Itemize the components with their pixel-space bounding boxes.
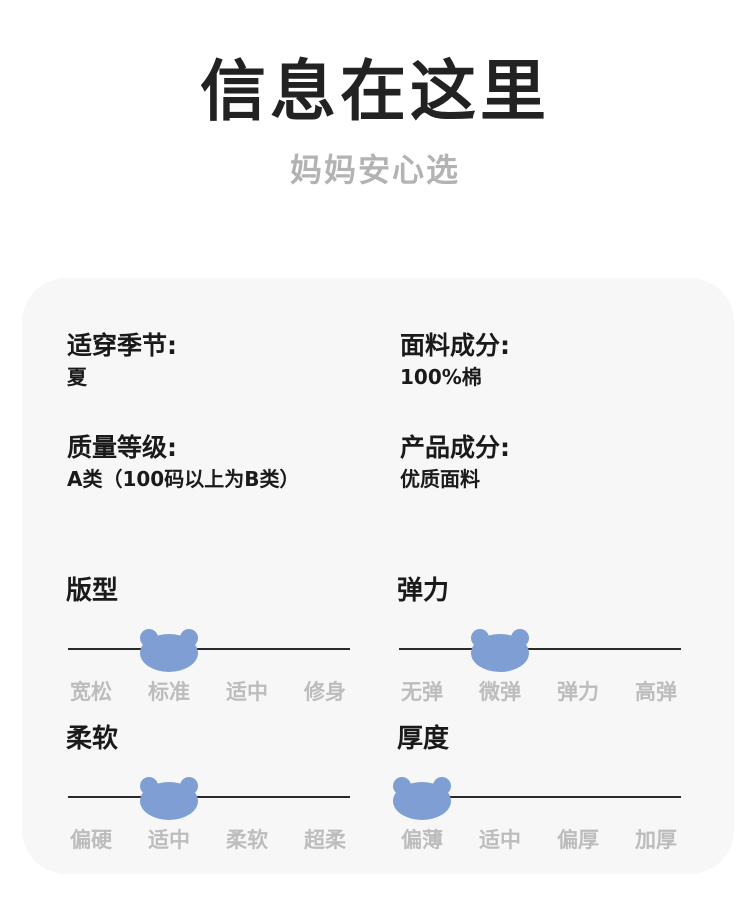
thickness-scale-line <box>399 796 681 798</box>
fit-option-loose: 宽松 <box>70 680 112 704</box>
thickness-option-thin: 偏薄 <box>401 828 443 852</box>
fit-option-slim: 修身 <box>304 680 346 704</box>
elasticity-scale-line <box>399 648 681 650</box>
softness-scale-track <box>66 772 350 820</box>
elasticity-scale-track <box>397 624 681 672</box>
softness-scale-options: 偏硬 适中 柔软 超柔 <box>66 824 350 854</box>
bear-head-icon <box>139 628 199 672</box>
product-info: 产品成分: 优质面料 <box>400 432 510 494</box>
fit-scale-title: 版型 <box>66 576 119 606</box>
thickness-scale-options: 偏薄 适中 偏厚 加厚 <box>397 824 681 854</box>
bear-head-icon <box>392 776 452 820</box>
elasticity-scale: 弹力 无弹 微弹 弹力 高弹 <box>397 576 681 706</box>
page-title: 信息在这里 <box>200 53 550 130</box>
grade-info: 质量等级: A类（100码以上为B类） <box>67 432 299 494</box>
product-info-card: 适穿季节: 夏 面料成分: 100%棉 质量等级: A类（100码以上为B类） … <box>22 278 734 874</box>
fabric-info: 面料成分: 100%棉 <box>400 330 510 392</box>
elasticity-option-slight: 微弹 <box>479 680 521 704</box>
elasticity-option-elastic: 弹力 <box>557 680 599 704</box>
fit-scale: 版型 宽松 标准 适中 修身 <box>66 576 350 706</box>
product-label: 产品成分: <box>400 433 510 462</box>
fit-scale-line <box>68 648 350 650</box>
elasticity-scale-title: 弹力 <box>397 576 450 606</box>
fit-option-standard: 标准 <box>148 680 190 704</box>
fabric-value: 100%棉 <box>400 365 482 389</box>
thickness-option-moderate: 适中 <box>479 828 521 852</box>
fit-scale-options: 宽松 标准 适中 修身 <box>66 676 350 706</box>
fit-option-moderate: 适中 <box>226 680 268 704</box>
bear-head-icon <box>139 776 199 820</box>
grade-label: 质量等级: <box>67 433 177 462</box>
softness-scale-line <box>68 796 350 798</box>
fabric-label: 面料成分: <box>400 331 510 360</box>
elasticity-option-none: 无弹 <box>401 680 443 704</box>
softness-option-moderate: 适中 <box>148 828 190 852</box>
softness-option-extra-soft: 超柔 <box>304 828 346 852</box>
thickness-scale-title: 厚度 <box>397 724 450 754</box>
softness-option-hard: 偏硬 <box>70 828 112 852</box>
grade-value: A类（100码以上为B类） <box>67 467 300 491</box>
elasticity-scale-options: 无弹 微弹 弹力 高弹 <box>397 676 681 706</box>
thickness-scale: 厚度 偏薄 适中 偏厚 加厚 <box>393 724 681 854</box>
season-info: 适穿季节: 夏 <box>67 330 177 392</box>
product-value: 优质面料 <box>400 467 480 491</box>
page-subtitle: 妈妈安心选 <box>289 151 460 189</box>
thickness-scale-track <box>393 772 681 820</box>
season-value: 夏 <box>67 365 87 389</box>
softness-option-soft: 柔软 <box>226 828 268 852</box>
thickness-option-extra-thick: 加厚 <box>635 828 677 852</box>
fit-scale-track <box>66 624 350 672</box>
season-label: 适穿季节: <box>67 331 177 360</box>
thickness-option-thick: 偏厚 <box>557 828 599 852</box>
softness-scale-title: 柔软 <box>66 724 119 754</box>
elasticity-option-high: 高弹 <box>635 680 677 704</box>
bear-head-icon <box>470 628 530 672</box>
softness-scale: 柔软 偏硬 适中 柔软 超柔 <box>66 724 350 854</box>
